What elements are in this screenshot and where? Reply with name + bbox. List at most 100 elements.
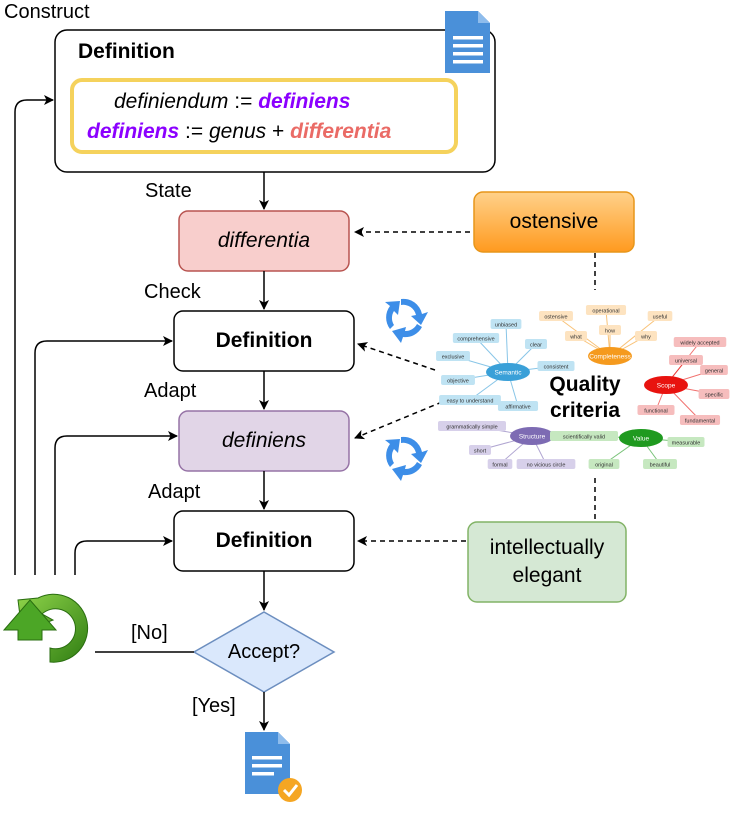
mindmap-leaf <box>487 459 513 469</box>
mindmap-leaf <box>469 445 491 455</box>
yes-label: [Yes] <box>192 695 236 717</box>
mindmap-leaf-label: specific <box>705 393 724 399</box>
mindmap-hub <box>486 363 530 381</box>
definiens-text: definiens <box>258 90 351 113</box>
elegant-box <box>467 521 627 603</box>
mindmap-leaf-label: short <box>474 449 487 455</box>
mindmap-leaf-label: operational <box>592 309 619 315</box>
mindmap-leaf-label: consistent <box>544 365 569 371</box>
mindmap-leaf <box>452 333 500 343</box>
mindmap-hub <box>588 347 632 365</box>
mindmap-leaf-label: original <box>595 463 613 469</box>
formula-line-1: definiendum := definiens <box>114 90 350 114</box>
definiendum-text: definiendum <box>114 90 229 113</box>
refresh-icon <box>385 298 428 343</box>
differentia-text: differentia <box>290 120 392 143</box>
mindmap-leaf <box>439 395 501 405</box>
mindmap-hub-label: Scope <box>657 383 676 390</box>
loop-to-definiens <box>54 431 178 575</box>
mindmap-hub <box>619 429 663 447</box>
quality-line-1: Quality <box>549 373 621 396</box>
mindmap-leaf-label: unbiased <box>495 323 517 329</box>
mindmap-leaf <box>679 415 721 425</box>
loop-to-adapt <box>74 536 173 575</box>
mindmap-leaf-label: what <box>569 335 582 341</box>
state-label: State <box>145 180 192 202</box>
definition-title: Definition <box>78 40 175 63</box>
mindmap-leaf <box>667 437 705 447</box>
mindmap-leaf <box>698 389 730 399</box>
mindmap-leaf-label: measurable <box>672 441 701 447</box>
mindmap-leaf <box>585 305 627 315</box>
quality-line-2: criteria <box>549 399 621 422</box>
assign-op: := <box>228 90 259 113</box>
mindmap-leaf <box>599 325 621 335</box>
mindmap-leaf <box>537 361 575 371</box>
mindmap-leaf <box>669 355 703 365</box>
construct-label: Construct <box>4 1 90 23</box>
mindmap-leaf <box>525 339 547 349</box>
definition-adapt-text: Definition <box>215 529 313 552</box>
mindmap-hub-label: Value <box>633 436 650 443</box>
loop-to-definition <box>14 95 54 575</box>
mindmap-leaf <box>436 351 470 361</box>
mindmap-hub-label: Semantic <box>494 370 522 377</box>
loop-to-check <box>34 336 173 575</box>
mindmap-leaf <box>673 337 727 347</box>
mindmap-hub <box>644 376 688 394</box>
mindmap-leaf <box>588 459 620 469</box>
mindmap-leaf-label: scientifically valid <box>563 435 605 441</box>
genus-text: genus <box>208 120 267 143</box>
decision-text: Accept? <box>227 640 301 663</box>
mindmap-leaf <box>497 401 539 411</box>
quality-criteria-title: Quality criteria <box>530 370 640 426</box>
approved-document-icon <box>245 732 302 802</box>
definiens-text: definiens <box>87 120 180 143</box>
mindmap-leaf <box>539 311 573 321</box>
mindmap-leaf <box>565 331 587 341</box>
mindmap-hub <box>510 427 554 445</box>
mindmap-leaf-label: exclusive <box>442 355 465 361</box>
plus-op: + <box>266 120 291 143</box>
mindmap-hub-label: Structure <box>519 434 546 441</box>
quality-mindmap: comprehensive unbiased clear exclusive objec… <box>436 305 730 469</box>
mindmap-leaf <box>637 405 675 415</box>
mindmap-leaf-label: how <box>605 329 615 335</box>
mindmap-leaf-label: fundamental <box>685 419 715 425</box>
differentia-node-text: differentia <box>217 229 311 252</box>
mindmap-leaf-label: clear <box>530 343 542 349</box>
mindmap-leaf-label: comprehensive <box>457 337 494 343</box>
elegant-line-1: intellectually <box>489 536 605 559</box>
ostensive-box <box>473 191 635 253</box>
mindmap-leaf-label: functional <box>644 409 668 415</box>
elegant-line-2: elegant <box>512 564 582 587</box>
mindmap-leaf-label: affirmative <box>505 405 530 411</box>
check-label: Check <box>144 281 201 303</box>
mindmap-leaf-label: beautiful <box>650 463 671 469</box>
assign-op: := <box>179 120 209 143</box>
definiens-node-text: definiens <box>221 429 307 452</box>
definition-formula-box <box>70 78 458 154</box>
formula-line-2: definiens := genus + differentia <box>87 120 391 144</box>
mindmap-leaf <box>635 331 657 341</box>
elegant-text: intellectually elegant <box>468 522 626 602</box>
mindmap-leaf-label: easy to understand <box>447 399 494 405</box>
mindmap-leaf <box>647 311 673 321</box>
mindmap-leaf <box>700 365 728 375</box>
definition-check-text: Definition <box>215 329 313 352</box>
mindmap-leaf-label: objective <box>447 379 469 385</box>
refresh-icon <box>385 436 428 481</box>
mindmap-leaf <box>441 375 475 385</box>
no-label: [No] <box>131 622 168 644</box>
dashed-quality-to-check <box>357 342 436 371</box>
mindmap-leaf-label: formal <box>492 463 507 469</box>
mindmap-leaf-label: general <box>705 369 723 375</box>
mindmap-leaf-label: universal <box>675 359 697 365</box>
mindmap-leaf-label: no vicious circle <box>527 463 566 469</box>
dashed-quality-to-definiens <box>354 401 443 440</box>
mindmap-leaf-label: useful <box>653 315 668 321</box>
adapt-label-2: Adapt <box>148 481 201 503</box>
loop-arrow-icon <box>2 593 89 663</box>
